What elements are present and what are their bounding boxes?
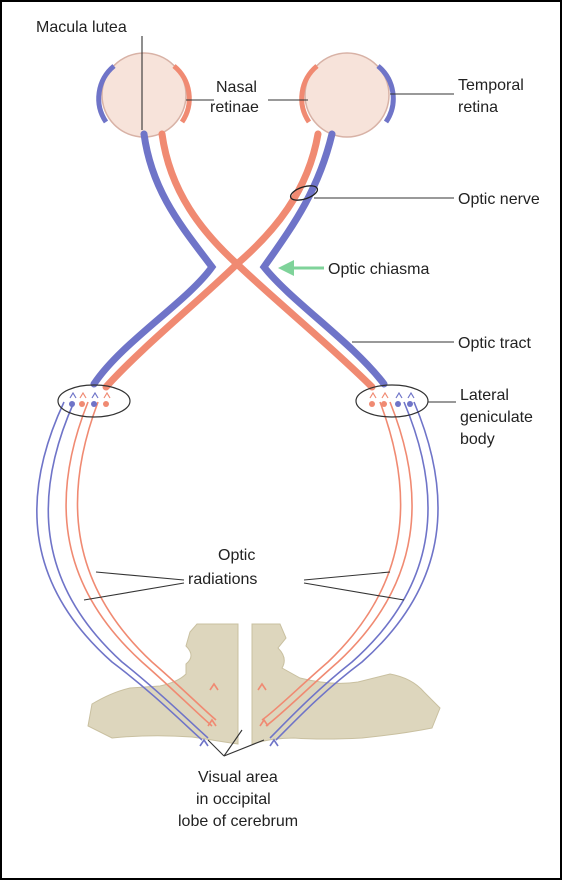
right-lateral-geniculate-body — [356, 385, 428, 417]
label-radiations: radiations — [188, 571, 257, 588]
label-in-occipital: in occipital — [196, 791, 271, 808]
label-lateral: Lateral — [460, 387, 509, 404]
label-optic-tract: Optic tract — [458, 335, 531, 352]
label-visual-area: Visual area — [198, 769, 278, 786]
label-geniculate: geniculate — [460, 409, 533, 426]
label-retinae: retinae — [210, 99, 259, 116]
label-optic-chiasma: Optic chiasma — [328, 261, 429, 278]
label-body: body — [460, 431, 495, 448]
right-eye — [302, 53, 394, 137]
label-lobe-of-cerebrum: lobe of cerebrum — [178, 813, 298, 830]
label-optic: Optic — [218, 547, 255, 564]
label-macula-lutea: Macula lutea — [36, 19, 127, 36]
label-retina: retina — [458, 99, 498, 116]
label-optic-nerve: Optic nerve — [458, 191, 540, 208]
left-eye — [99, 53, 190, 137]
label-temporal: Temporal — [458, 77, 524, 94]
label-nasal: Nasal — [216, 79, 257, 96]
optic-chiasma-arrow — [278, 260, 324, 276]
right-hemisphere — [252, 624, 440, 744]
